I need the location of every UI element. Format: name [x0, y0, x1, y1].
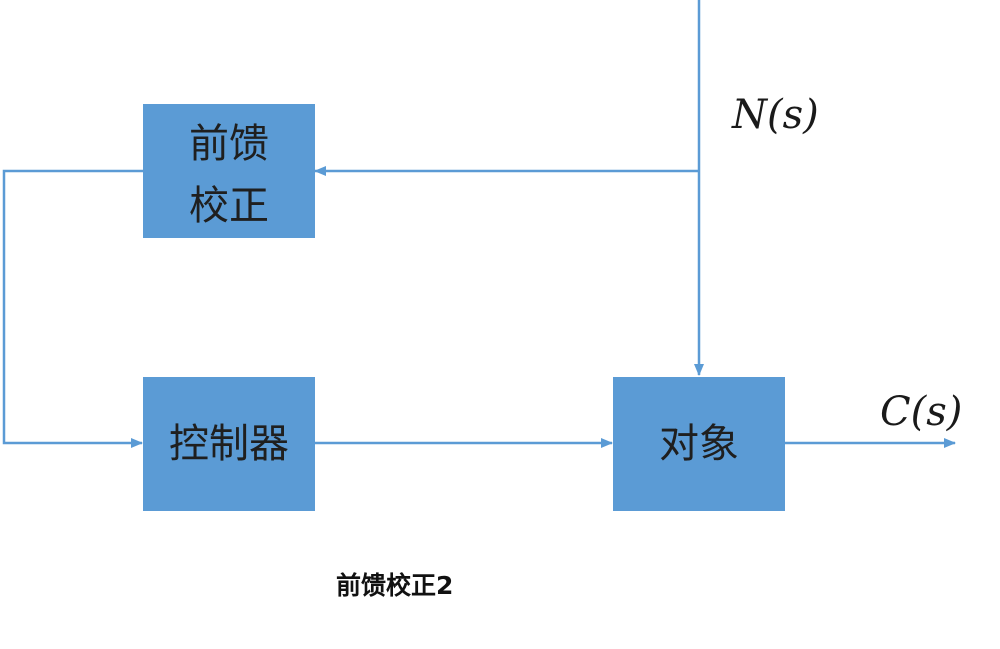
controller-block — [143, 377, 315, 511]
feedforward-label-line2: 校正 — [189, 183, 269, 229]
feedforward-label-line1: 前馈 — [189, 121, 269, 167]
disturbance-signal-label: N(s) — [731, 92, 819, 138]
controller-label: 控制器 — [169, 421, 289, 467]
feedforward-to-controller-line — [2, 169, 143, 448]
plant-label: 对象 — [659, 421, 739, 467]
feedforward-block — [143, 104, 315, 238]
figure-caption: 前馈校正2 — [336, 571, 454, 600]
output-signal-label: C(s) — [880, 389, 962, 435]
plant-block — [613, 377, 785, 511]
